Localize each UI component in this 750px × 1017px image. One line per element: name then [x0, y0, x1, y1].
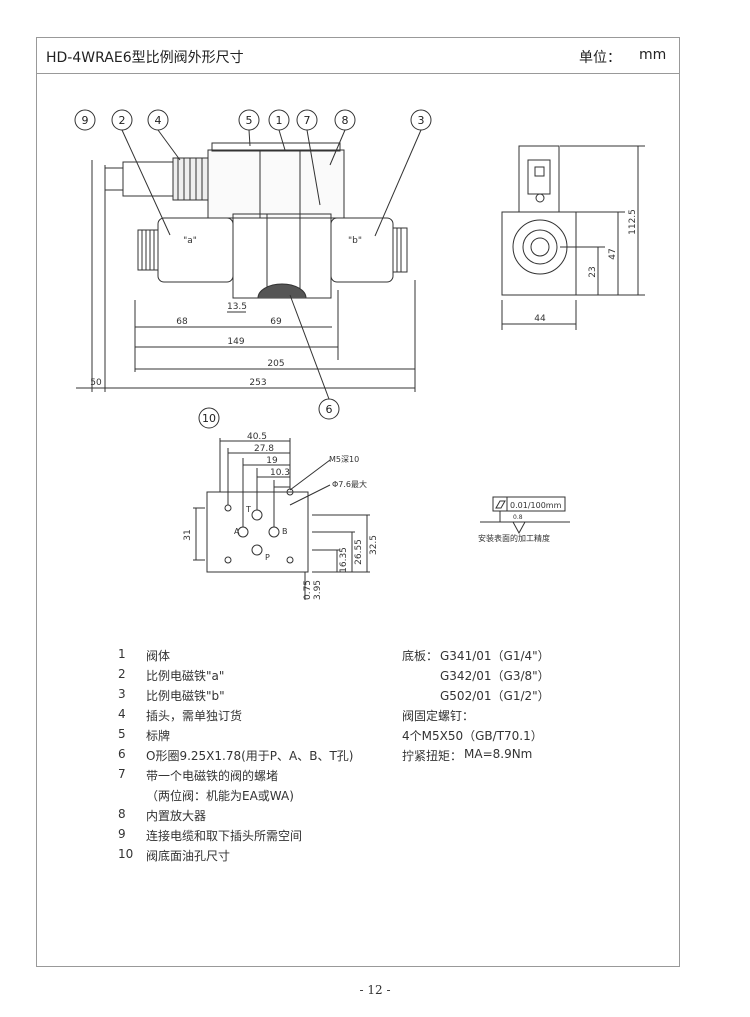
magnet-b-label: "b" — [348, 236, 362, 246]
note-m5: M5深10 — [329, 455, 359, 464]
dim-3-95: 3.95 — [313, 580, 323, 600]
page-number: - 12 - — [359, 983, 391, 997]
title-bar: HD-4WRAE6型比例阀外形尺寸 单位： mm — [37, 38, 679, 74]
dim-44: 44 — [534, 314, 546, 324]
base-label: 底板： — [402, 649, 439, 663]
dim-23: 23 — [588, 266, 598, 277]
balloon-9: 9 — [82, 114, 89, 127]
balloon-5: 5 — [246, 114, 253, 127]
dim-69: 69 — [270, 317, 282, 327]
page-frame: HD-4WRAE6型比例阀外形尺寸 单位： mm — [36, 37, 680, 967]
front-view — [74, 109, 432, 429]
balloon-7: 7 — [304, 114, 311, 127]
balloon-1: 1 — [276, 114, 283, 127]
dim-0-75: 0.75 — [303, 580, 313, 600]
torque-label: 拧紧扭矩： — [402, 749, 463, 763]
dim-26-55: 26.55 — [354, 539, 364, 565]
note-dia: Φ7.6最大 — [332, 479, 367, 489]
balloon-2: 2 — [119, 114, 126, 127]
dim-13-5: 13.5 — [227, 302, 247, 312]
unit-value: mm — [639, 47, 667, 63]
balloon-4: 4 — [155, 114, 162, 127]
dim-10-3: 10.3 — [270, 468, 290, 478]
port-pattern-view — [193, 438, 370, 600]
port-p: P — [265, 553, 270, 562]
dim-27-8: 27.8 — [254, 444, 274, 454]
base-item: G341/01（G1/4"） — [440, 649, 550, 663]
flatness-value: 0.01/100mm — [510, 501, 562, 510]
dim-68: 68 — [176, 317, 188, 327]
dim-50: 50 — [90, 378, 102, 388]
dim-32-5: 32.5 — [369, 535, 379, 555]
page-title: HD-4WRAE6型比例阀外形尺寸 — [46, 50, 244, 66]
balloon-8: 8 — [342, 114, 349, 127]
flatness-symbol — [480, 496, 570, 535]
dim-112-5: 112.5 — [628, 209, 638, 235]
screw-label: 阀固定螺钉： — [402, 709, 475, 723]
port-a: A — [234, 527, 240, 536]
screw-value: 4个M5X50（GB/T70.1） — [402, 729, 543, 743]
balloon-3: 3 — [418, 114, 425, 127]
dim-31: 31 — [183, 529, 193, 540]
base-item: G502/01（G1/2"） — [440, 689, 550, 703]
roughness-value: 0.8 — [513, 514, 523, 521]
port-t: T — [245, 505, 251, 514]
dim-40-5: 40.5 — [247, 432, 267, 442]
port-b: B — [282, 527, 288, 536]
magnet-a-label: "a" — [183, 236, 197, 246]
unit-label: 单位： — [579, 50, 621, 66]
balloon-6: 6 — [326, 403, 333, 416]
dim-205: 205 — [267, 359, 284, 369]
dim-19: 19 — [266, 456, 278, 466]
dim-16-35: 16.35 — [339, 547, 349, 573]
dim-149: 149 — [227, 337, 244, 347]
base-item: G342/01（G3/8"） — [440, 669, 550, 683]
balloon-10: 10 — [202, 412, 216, 425]
side-view — [501, 145, 645, 330]
balloon-group — [74, 109, 432, 429]
dim-47: 47 — [608, 248, 618, 259]
dim-253: 253 — [249, 378, 266, 388]
torque-value: MA=8.9Nm — [464, 747, 533, 761]
surface-note: 安装表面的加工精度 — [478, 533, 550, 543]
